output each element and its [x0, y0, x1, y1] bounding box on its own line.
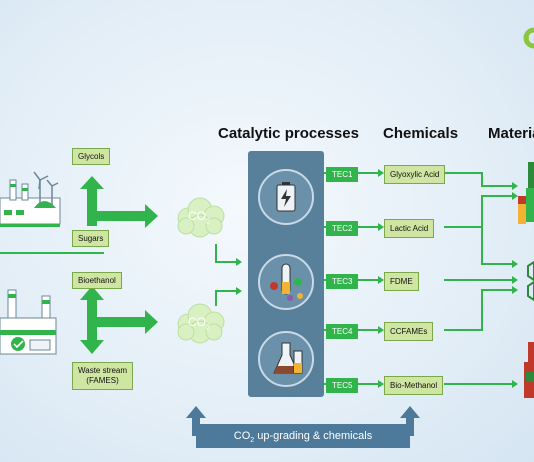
bottle-icon: [524, 342, 534, 398]
bar-suffix: up-grading & chemicals: [254, 430, 373, 442]
tec-label-3: TEC3: [326, 274, 359, 289]
battery-circle: [258, 169, 314, 225]
co2-label-top: CO2: [188, 209, 210, 225]
bottom-flow-arrow: [80, 286, 158, 354]
catalytic-panel: [248, 151, 324, 397]
tag-waste-stream: Waste stream (FAMES): [72, 362, 134, 390]
co2-label-bottom: CO2: [188, 315, 210, 331]
tag-bioethanol: Bioethanol: [72, 272, 122, 289]
bar-co2-sub: 2: [250, 437, 255, 445]
co2-upgrading-bar: CO2 up-grading & chemicals: [196, 424, 410, 448]
heading-catalytic-processes: Catalytic processes: [218, 125, 359, 142]
heading-chemicals: Chemicals: [383, 125, 459, 142]
heading-materials: Materia: [488, 125, 534, 142]
tec-label-5: TEC5: [326, 378, 359, 393]
test-tube-icon: [270, 263, 303, 301]
waste-stream-line2: (FAMES): [86, 376, 119, 385]
cosmetics-icon: [518, 162, 534, 224]
co2-cloud-bottom: [177, 303, 225, 344]
top-flow-arrow: [80, 176, 158, 228]
chemical-ccfames: CCFAMEs: [384, 322, 434, 341]
flask-icon: [273, 342, 303, 374]
co2-bottom-main: CO: [188, 315, 206, 329]
chemical-lactic-acid: Lactic Acid: [384, 219, 435, 238]
battery-icon: [276, 182, 296, 212]
co2-cloud-top: [177, 197, 225, 238]
factory-top-icon: [0, 171, 61, 227]
tec-label-1: TEC1: [326, 167, 359, 182]
co2-top-sub: 2: [206, 218, 210, 226]
co2-top-main: CO: [188, 209, 206, 223]
tec-label-2: TEC2: [326, 221, 359, 236]
molecule-icon: [527, 260, 534, 302]
co2-bottom-sub: 2: [206, 324, 210, 332]
tag-sugars: Sugars: [72, 230, 110, 247]
chemical-bio-methanol: Bio-Methanol: [384, 376, 444, 395]
bar-co2-main: CO: [233, 430, 251, 442]
tag-glycols: Glycols: [72, 148, 111, 165]
logo-icon: [523, 27, 534, 49]
flask-circle: [258, 331, 314, 387]
tec-label-4: TEC4: [326, 324, 359, 339]
waste-stream-line1: Waste stream: [78, 366, 128, 375]
chemical-glyoxylic-acid: Glyoxylic Acid: [384, 165, 446, 184]
factory-bottom-icon: [0, 289, 57, 355]
chemical-fdme: FDME: [384, 272, 419, 291]
molecule-circle: [258, 254, 314, 310]
